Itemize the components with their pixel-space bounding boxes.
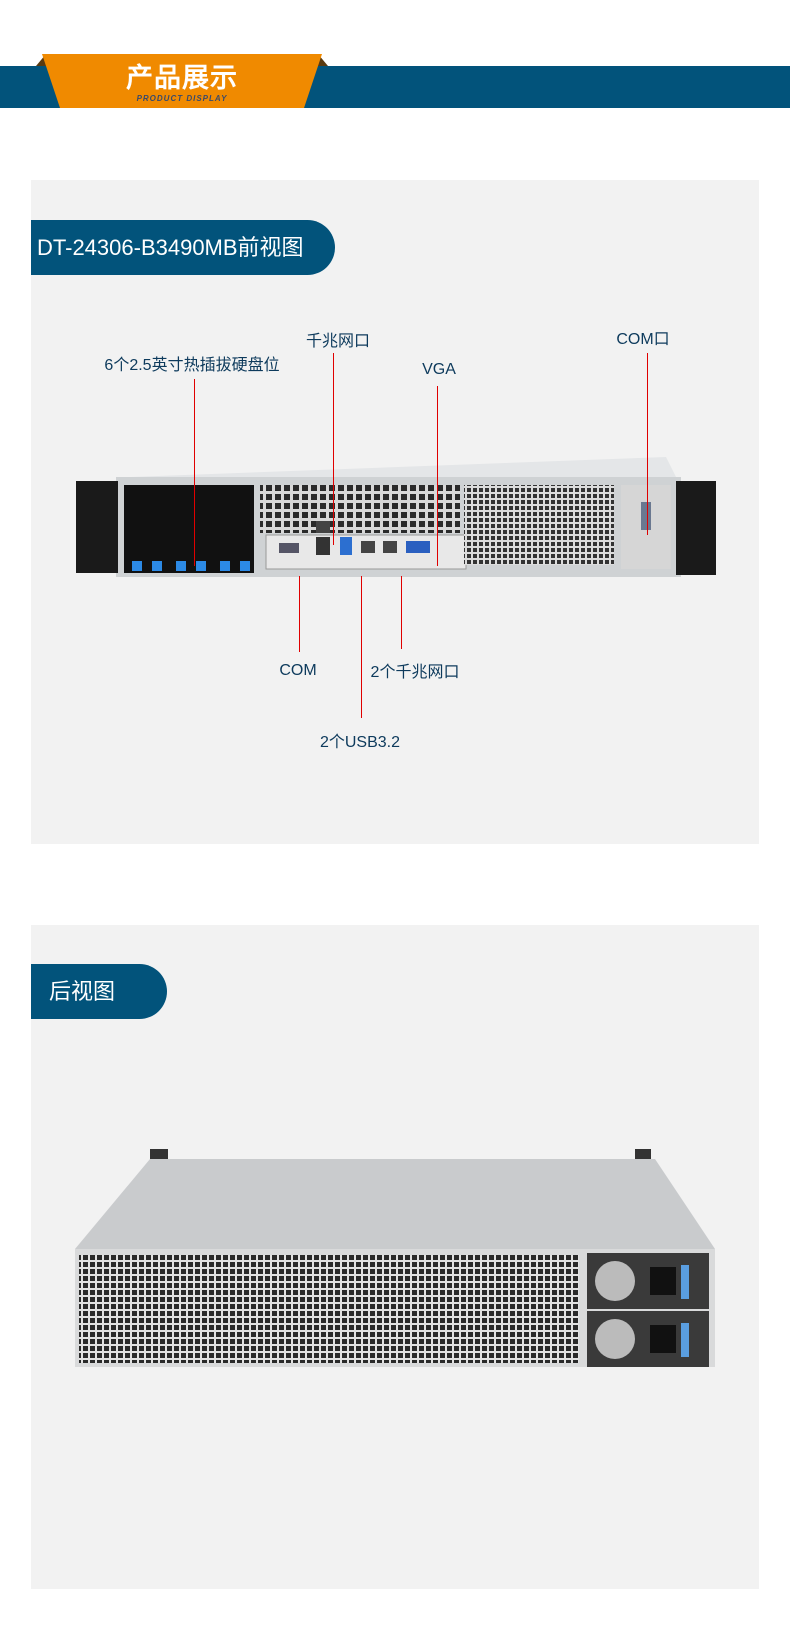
callout-usb: 2个USB3.2	[319, 734, 401, 751]
callout-dual-gigabit: 2个千兆网口	[370, 664, 460, 681]
callout-line	[401, 576, 402, 649]
callout-line	[299, 576, 300, 652]
section-subtitle: PRODUCT DISPLAY	[136, 94, 228, 103]
callout-line	[333, 353, 334, 545]
callout-vga: VGA	[422, 361, 456, 378]
callout-line	[647, 353, 648, 535]
callout-com-port: COM口	[616, 331, 670, 348]
front-chassis-image	[76, 457, 716, 577]
rear-chassis-image	[75, 1149, 715, 1367]
front-view-title: DT-24306-B3490MB前视图	[31, 220, 335, 275]
callout-line	[361, 576, 362, 718]
rear-view-title: 后视图	[31, 964, 167, 1019]
header-badge	[36, 54, 328, 108]
callout-gigabit-port: 千兆网口	[305, 333, 371, 350]
callout-line	[194, 379, 195, 566]
section-title: 产品展示	[126, 63, 238, 93]
callout-com: COM	[279, 662, 317, 679]
callout-drive-bays: 6个2.5英寸热插拔硬盘位	[104, 357, 280, 374]
callout-line	[437, 386, 438, 566]
